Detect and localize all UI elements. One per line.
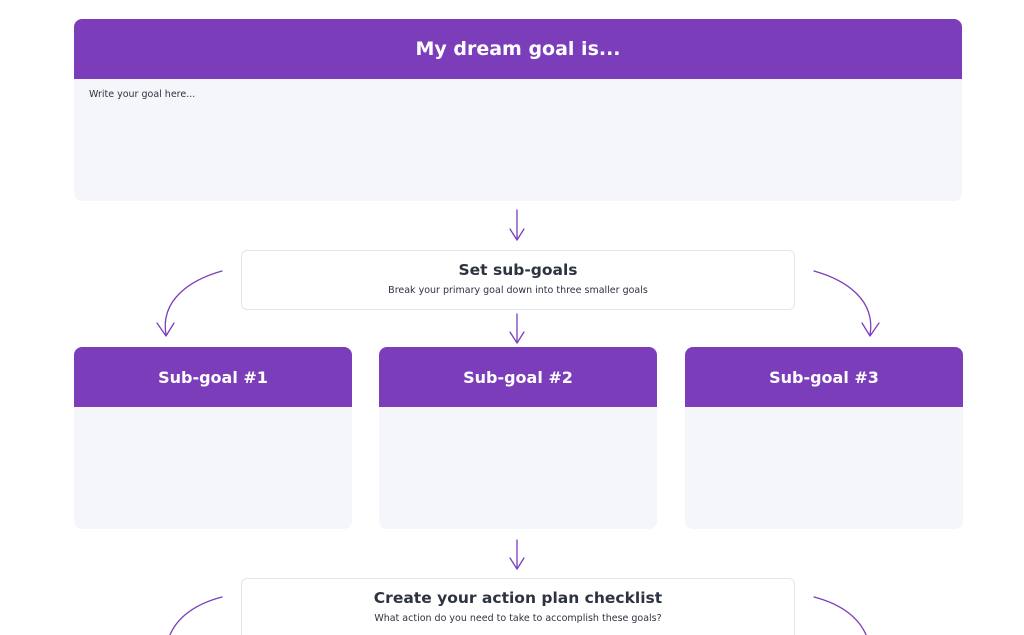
set-subgoals-subtitle: Break your primary goal down into three … [388,285,648,296]
set-subgoals-box: Set sub-goals Break your primary goal do… [241,250,795,310]
subgoal-card-1: Sub-goal #1 [74,347,352,529]
arrow-down-icon [509,209,525,241]
arrow-down-icon [509,313,525,344]
set-subgoals-title: Set sub-goals [458,261,578,279]
subgoal-input-1[interactable] [74,407,352,529]
curved-arrow-left-icon [156,270,223,337]
dream-goal-input[interactable] [74,79,962,201]
dream-goal-title: My dream goal is... [74,19,962,79]
subgoal-title-1: Sub-goal #1 [74,347,352,407]
curved-arrow-left-icon [169,596,223,635]
subgoal-card-3: Sub-goal #3 [685,347,963,529]
subgoal-input-3[interactable] [685,407,963,529]
action-plan-title: Create your action plan checklist [373,589,663,607]
action-plan-subtitle: What action do you need to take to accom… [374,613,662,624]
subgoal-title-2: Sub-goal #2 [379,347,657,407]
subgoal-input-2[interactable] [379,407,657,529]
curved-arrow-right-icon [813,596,867,635]
curved-arrow-right-icon [813,270,880,337]
dream-goal-card: My dream goal is... [74,19,962,201]
subgoal-card-2: Sub-goal #2 [379,347,657,529]
subgoal-title-3: Sub-goal #3 [685,347,963,407]
arrow-down-icon [509,539,525,570]
action-plan-box: Create your action plan checklist What a… [241,578,795,635]
